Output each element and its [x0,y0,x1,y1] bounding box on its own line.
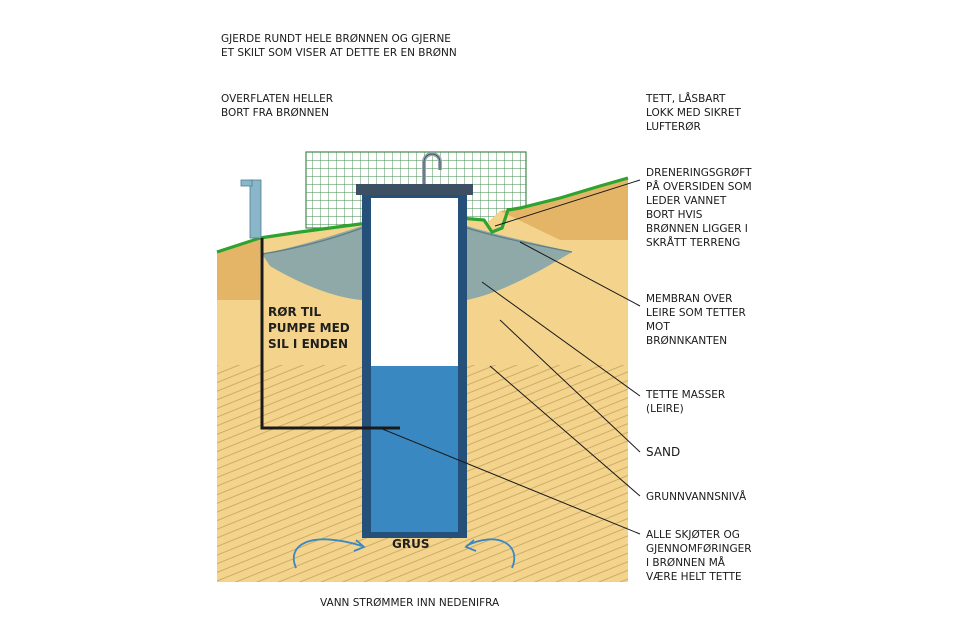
well-lid [356,184,473,195]
leader-lines [379,179,641,535]
leader-joints [379,427,641,535]
joints-label: ALLE SKJØTER OG GJENNOMFØRINGER I BRØNNE… [646,529,755,583]
inflow-arrow-left [292,538,363,569]
leader-ditch [494,179,641,227]
inflow-arrow-right [465,538,516,569]
well-water [371,366,458,532]
leader-clay [481,281,641,397]
pump-post [249,179,262,239]
inflow-arrowhead-right [464,539,477,552]
sand-label: SAND [646,445,680,459]
vent-pipe-outline [423,153,441,184]
clay-label: TETTE MASSER (LEIRE) [645,389,729,415]
inflow-label: VANN STRØMMER INN NEDENIFRA [320,597,500,609]
ditch-label: DRENERINGSGRØFT PÅ OVERSIDEN SOM LEDER V… [646,167,755,249]
pump-pipe-label: RØR TIL PUMPE MED SIL I ENDEN [268,305,354,351]
groundwater-label: GRUNNVANNSNIVÅ [646,490,747,503]
leader-groundwater [489,365,641,497]
leader-sand [499,319,641,453]
pump-spout [240,179,253,187]
inflow-arrowhead-left [353,539,366,552]
membrane-label: MEMBRAN OVER LEIRE SOM TETTER MOT BRØNNK… [646,293,749,347]
pump-pipe [260,238,400,430]
gravel-label: GRUS [392,537,429,551]
leader-membrane [519,241,641,307]
clay-membrane [262,226,572,300]
lid-label: TETT, LÅSBART LOKK MED SIKRET LUFTERØR [645,92,744,133]
well-interior-air [371,198,458,366]
slope-away-label: OVERFLATEN HELLER BORT FRA BRØNNEN [221,93,336,119]
grass-line [216,176,629,254]
fence-sign-label: GJERDE RUNDT HELE BRØNNEN OG GJERNE ET S… [221,33,457,59]
clay-membrane-edge [261,227,573,255]
topsoil-band-left [217,240,260,300]
